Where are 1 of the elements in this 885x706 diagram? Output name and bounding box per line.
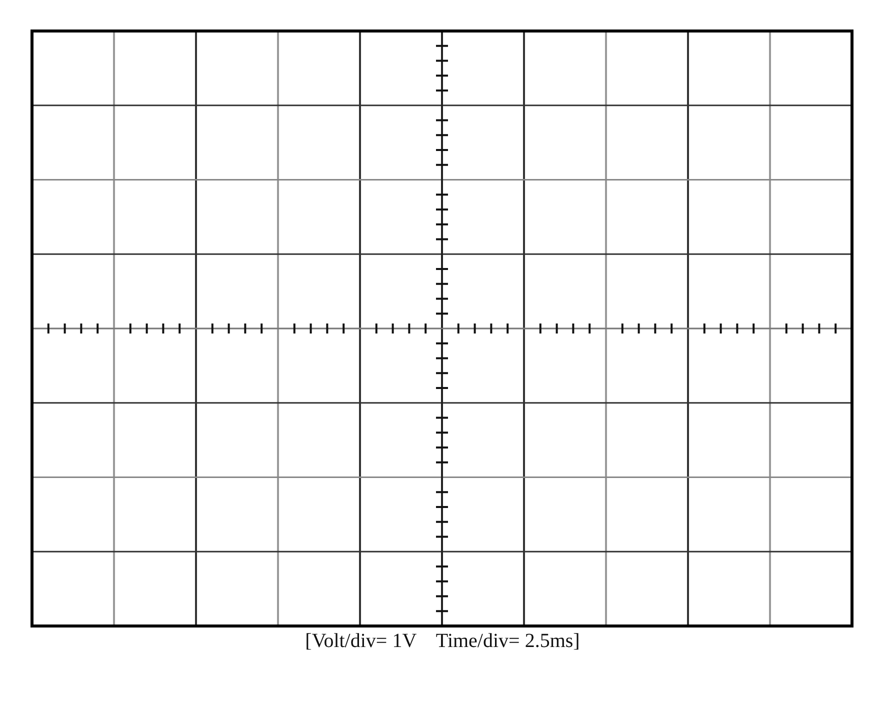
caption: [Volt/div= 1V Time/div= 2.5ms] — [305, 630, 580, 652]
